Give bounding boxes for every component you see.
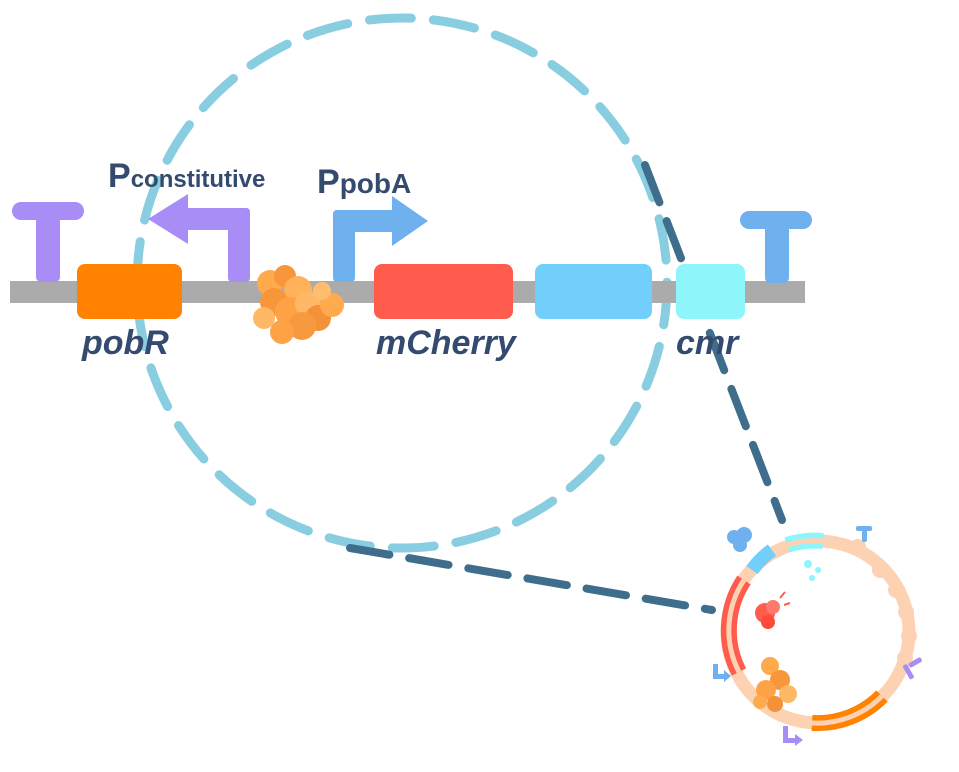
gene-blue-part	[535, 264, 652, 319]
plasmid-icon	[713, 526, 922, 746]
promoter-constitutive-icon	[148, 194, 250, 282]
gene-pobR-label: pobR	[81, 324, 169, 362]
plasmid-blue-segment	[746, 544, 777, 575]
plasmid-blue-protein-icon	[727, 527, 752, 552]
gene-cmr	[676, 264, 745, 319]
plasmid-promoter-bottom-icon	[783, 726, 803, 746]
zoom-line-upper	[641, 161, 786, 524]
zoom-line-lower	[346, 544, 716, 614]
plasmid-terminator-top-icon	[856, 526, 872, 542]
promoter-pobA-icon	[333, 196, 428, 282]
plasmid-red-protein-icon	[755, 591, 791, 629]
ligand-molecule-cluster-icon	[253, 265, 344, 344]
gene-mCherry	[374, 264, 513, 319]
promoter-pobA-label: PpobA	[317, 163, 411, 201]
plasmid-promoter-left-icon	[713, 664, 731, 682]
plasmid-terminator-right-icon	[902, 657, 922, 680]
terminator-left-icon	[12, 202, 84, 282]
gene-pobR	[77, 264, 182, 319]
zoom-lines	[346, 161, 786, 614]
plasmid-ligand-icon	[753, 657, 797, 712]
promoter-constitutive-label: Pconstitutive	[108, 157, 265, 195]
gene-cmr-label: cmr	[676, 324, 740, 362]
plasmid-cyan-dots-icon	[804, 560, 821, 581]
terminator-right-icon	[740, 211, 812, 283]
gene-mCherry-label: mCherry	[376, 324, 518, 362]
